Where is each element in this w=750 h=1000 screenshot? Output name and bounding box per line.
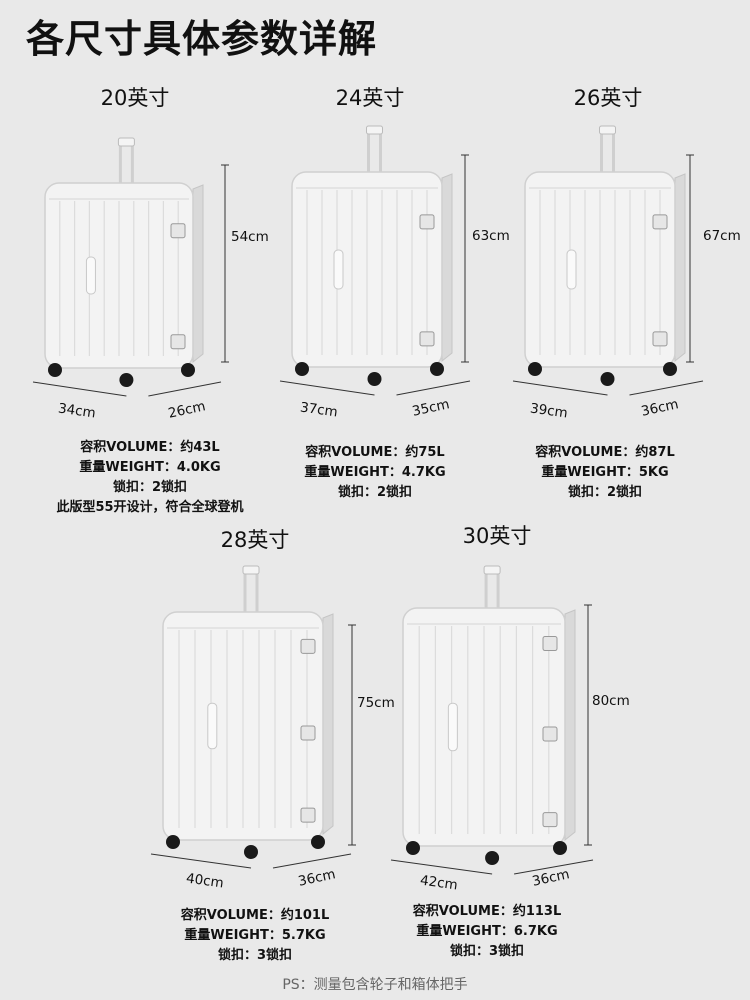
specs-28: 容积VOLUME：约101L 重量WEIGHT：5.7KG 锁扣：3锁扣 — [181, 906, 330, 966]
weight: 重量WEIGHT：5.7KG — [184, 928, 326, 943]
handle-grip — [117, 137, 135, 147]
depth-dimension-line — [396, 380, 471, 396]
suitcase-side — [322, 613, 334, 836]
weight: 重量WEIGHT：6.7KG — [416, 924, 558, 939]
side-handle — [447, 702, 458, 752]
lock-clasp — [300, 725, 316, 741]
depth-dimension-line — [514, 859, 594, 875]
width-dimension-line — [512, 380, 608, 396]
wheel — [600, 372, 615, 386]
height-dim-20: 54cm — [231, 229, 269, 245]
suitcase-side — [192, 184, 204, 364]
side-handle — [207, 702, 218, 750]
weight: 重量WEIGHT：4.7KG — [304, 465, 446, 480]
telescopic-handle — [118, 138, 134, 190]
height-dim-26: 67cm — [703, 228, 741, 244]
suitcase-1 — [279, 125, 471, 396]
specs-20: 容积VOLUME：约43L 重量WEIGHT：4.0KG 锁扣：2锁扣 此版型5… — [56, 438, 243, 518]
lock-clasp — [652, 331, 668, 347]
height-dim-24: 63cm — [472, 228, 510, 244]
volume: 容积VOLUME：约43L — [80, 440, 220, 455]
suitcase-0 — [32, 137, 229, 397]
wheel — [166, 835, 180, 849]
specs-30: 容积VOLUME：约113L 重量WEIGHT：6.7KG 锁扣：3锁扣 — [413, 902, 562, 962]
height-dim-30: 80cm — [592, 693, 630, 709]
telescopic-handle — [600, 126, 615, 179]
width-dimension-line — [390, 859, 493, 875]
suitcase-side — [674, 173, 686, 363]
suitcase-side — [441, 173, 453, 363]
width-dimension-line — [150, 853, 252, 869]
volume: 容积VOLUME：约75L — [305, 445, 445, 460]
depth-dimension-line — [148, 381, 222, 397]
wheel — [48, 363, 62, 377]
width-dimension-line — [279, 380, 375, 396]
page-title: 各尺寸具体参数详解 — [26, 17, 378, 61]
wheel — [528, 362, 542, 376]
weight: 重量WEIGHT：4.0KG — [79, 460, 221, 475]
side-handle — [85, 256, 96, 295]
lock-clasp — [542, 726, 558, 742]
side-handle — [566, 249, 577, 290]
telescopic-handle — [484, 566, 500, 615]
weight: 重量WEIGHT：5KG — [541, 465, 669, 480]
width-dimension-line — [32, 381, 127, 397]
size-label-20: 20英寸 — [100, 86, 170, 110]
lock-clasp — [300, 638, 316, 654]
suitcase-side — [564, 609, 576, 842]
handle-grip — [366, 125, 383, 135]
wheel — [663, 362, 677, 376]
specs-26: 容积VOLUME：约87L 重量WEIGHT：5KG 锁扣：2锁扣 — [535, 443, 674, 503]
note: 此版型55开设计，符合全球登机 — [56, 500, 244, 515]
lock-clasp — [300, 807, 316, 823]
suitcase-4 — [390, 565, 594, 875]
lock-clasp — [419, 331, 435, 347]
volume: 容积VOLUME：约113L — [412, 904, 562, 919]
wheel — [311, 835, 325, 849]
height-dim-28: 75cm — [357, 695, 395, 711]
size-label-30: 30英寸 — [462, 524, 532, 548]
wheel — [119, 373, 134, 387]
wheel — [181, 363, 195, 377]
wheel — [295, 362, 309, 376]
volume: 容积VOLUME：约101L — [180, 908, 330, 923]
lock-clasp — [652, 214, 668, 230]
depth-dimension-line — [629, 380, 704, 396]
wheel — [367, 372, 382, 386]
handle-grip — [599, 125, 616, 135]
lock: 锁扣：3锁扣 — [449, 944, 525, 959]
wheel — [430, 362, 444, 376]
wheel — [485, 851, 500, 865]
size-label-24: 24英寸 — [335, 86, 405, 110]
handle-grip — [242, 565, 260, 575]
lock-clasp — [542, 812, 558, 828]
size-label-26: 26英寸 — [573, 86, 643, 110]
lock: 锁扣：2锁扣 — [112, 480, 188, 495]
wheel — [406, 841, 420, 855]
lock-clasp — [542, 636, 558, 652]
wheel — [244, 845, 258, 859]
specs-24: 容积VOLUME：约75L 重量WEIGHT：4.7KG 锁扣：2锁扣 — [304, 443, 445, 503]
lock-clasp — [170, 223, 186, 239]
lock: 锁扣：2锁扣 — [567, 485, 643, 500]
telescopic-handle — [367, 126, 382, 179]
footnote: PS：测量包含轮子和箱体把手 — [282, 977, 468, 993]
depth-dimension-line — [272, 853, 352, 869]
side-handle — [333, 249, 344, 290]
volume: 容积VOLUME：约87L — [535, 445, 675, 460]
lock: 锁扣：2锁扣 — [337, 485, 413, 500]
lock: 锁扣：3锁扣 — [217, 948, 293, 963]
size-label-28: 28英寸 — [220, 528, 290, 552]
telescopic-handle — [243, 566, 259, 619]
wheel — [553, 841, 567, 855]
suitcase-3 — [150, 565, 356, 869]
handle-grip — [483, 565, 501, 575]
lock-clasp — [419, 214, 435, 230]
lock-clasp — [170, 334, 186, 350]
suitcase-2 — [512, 125, 704, 396]
